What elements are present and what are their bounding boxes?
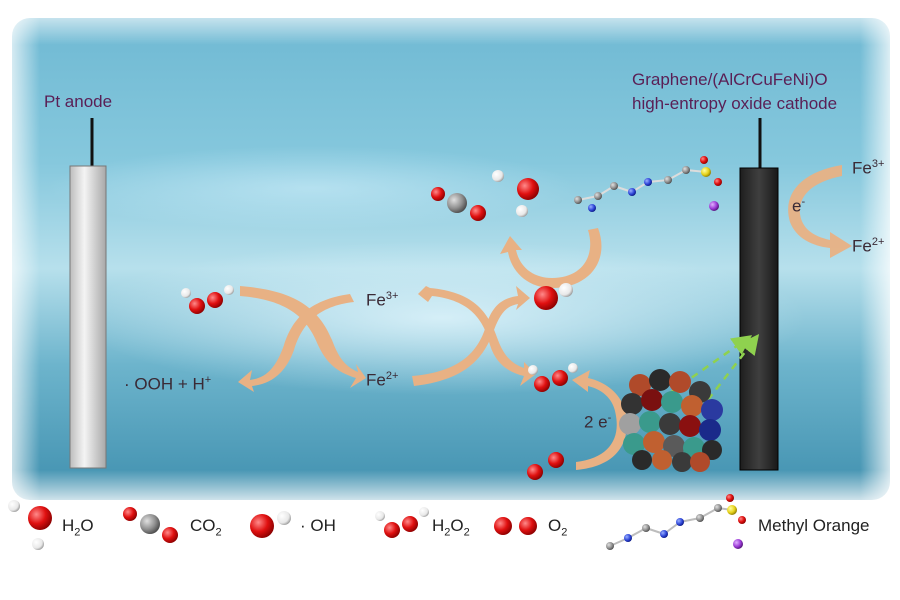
fe3-label-cathode: Fe3+ [852,158,884,179]
anode-label: Pt anode [44,92,112,112]
hea-cathode [740,118,778,470]
left-cross-arrows [238,286,366,392]
methyl-orange-molecule-top [574,156,722,212]
legend-oh-icon [250,511,291,538]
legend-co2-icon [123,507,178,543]
legend-methyl-orange-icon [606,494,746,550]
co2-molecule [431,187,486,221]
legend-h2o2-icon [375,507,429,538]
h2o2-molecule-left [181,285,234,314]
legend-h2o-icon [8,500,52,550]
h2o2-molecule-right [528,363,578,392]
legend-oh-label: · OH [300,516,336,536]
legend-co2-label: CO2 [190,516,222,538]
legend-h2o-label: H2O [62,516,94,538]
middle-cross-arrows [412,286,536,386]
legend-o2-icon [494,517,537,535]
hea-catalyst-cube [619,369,723,472]
legend-o2-label: O2 [548,516,567,538]
o2-molecule [527,452,564,480]
ooh-label: · OOH + H+ [124,374,211,395]
legend-methyl-orange-label: Methyl Orange [758,516,870,536]
fe2-label-cathode: Fe2+ [852,236,884,257]
cathode-label-line1: Graphene/(AlCrCuFeNi)O [632,70,828,90]
h2o-molecule [492,170,539,217]
electron-label: e- [792,196,805,217]
legend-h2o2-label: H2O2 [432,516,470,538]
cathode-label-line2: high-entropy oxide cathode [632,94,837,114]
fe3-label-left: Fe3+ [366,290,398,311]
fe2-label-left: Fe2+ [366,370,398,391]
pt-anode [70,118,106,468]
two-electron-label: 2 e- [584,412,611,433]
degradation-arrow [500,228,601,288]
